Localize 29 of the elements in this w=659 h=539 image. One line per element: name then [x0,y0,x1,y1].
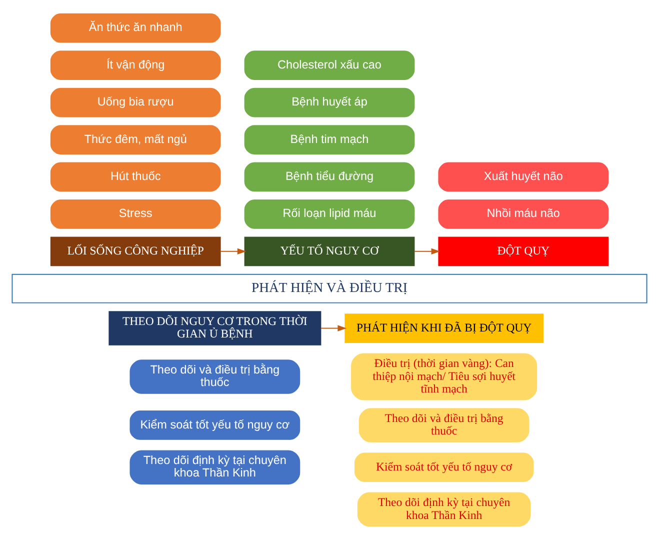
arrow [320,324,347,331]
node-box: Ít vận động [50,50,221,80]
node-box: Cholesterol xấu cao [244,50,415,80]
node-box: Kiểm soát tốt yếu tố nguy cơ [354,452,534,482]
node-box: Theo dõi định kỳ tại chuyên khoa Thần Kinh [357,492,531,526]
node-box: Nhồi máu não [438,198,609,228]
node-box: Bệnh huyết áp [244,87,415,117]
node-box: YẾU TỐ NGUY CƠ [244,236,415,266]
node-box: Bệnh tiểu đường [244,162,415,192]
node-box: Rối loạn lipid máu [244,198,415,228]
node-box: Ăn thức ăn nhanh [50,12,221,42]
node-box: ĐỘT QUỴ [438,236,609,266]
node-box: Theo dõi định kỳ tại chuyên khoa Thần Kinh [130,450,300,484]
node-box: Xuất huyết não [438,162,609,192]
node-box: THEO DÕI NGUY CƠ TRONG THỜI GIAN Ủ BỆNH [108,310,322,345]
node-box: Theo dõi và điều trị bằng thuốc [130,359,300,394]
node-box: LỐI SỐNG CÔNG NGHIỆP [50,236,221,266]
node-box: Kiểm soát tốt yếu tố nguy cơ [130,410,300,440]
node-box: Bệnh tim mạch [244,124,415,154]
node-box: PHÁT HIỆN KHI ĐÃ BỊ ĐỘT QUỴ [344,313,544,342]
node-box: Stress [50,198,221,228]
node-box: Hút thuốc [50,162,221,192]
node-box: PHÁT HIỆN VÀ ĐIỀU TRỊ [12,273,648,303]
arrow [220,248,246,254]
arrow [414,248,440,254]
node-box: Uống bia rượu [50,87,221,117]
node-box: Điều trị (thời gian vàng): Can thiệp nội mạch/ Tiêu sợi huyết tĩnh mạch [351,352,538,400]
node-box: Theo dõi và điều trị bằng thuốc [358,408,530,442]
node-box: Thức đêm, mất ngủ [50,124,221,154]
